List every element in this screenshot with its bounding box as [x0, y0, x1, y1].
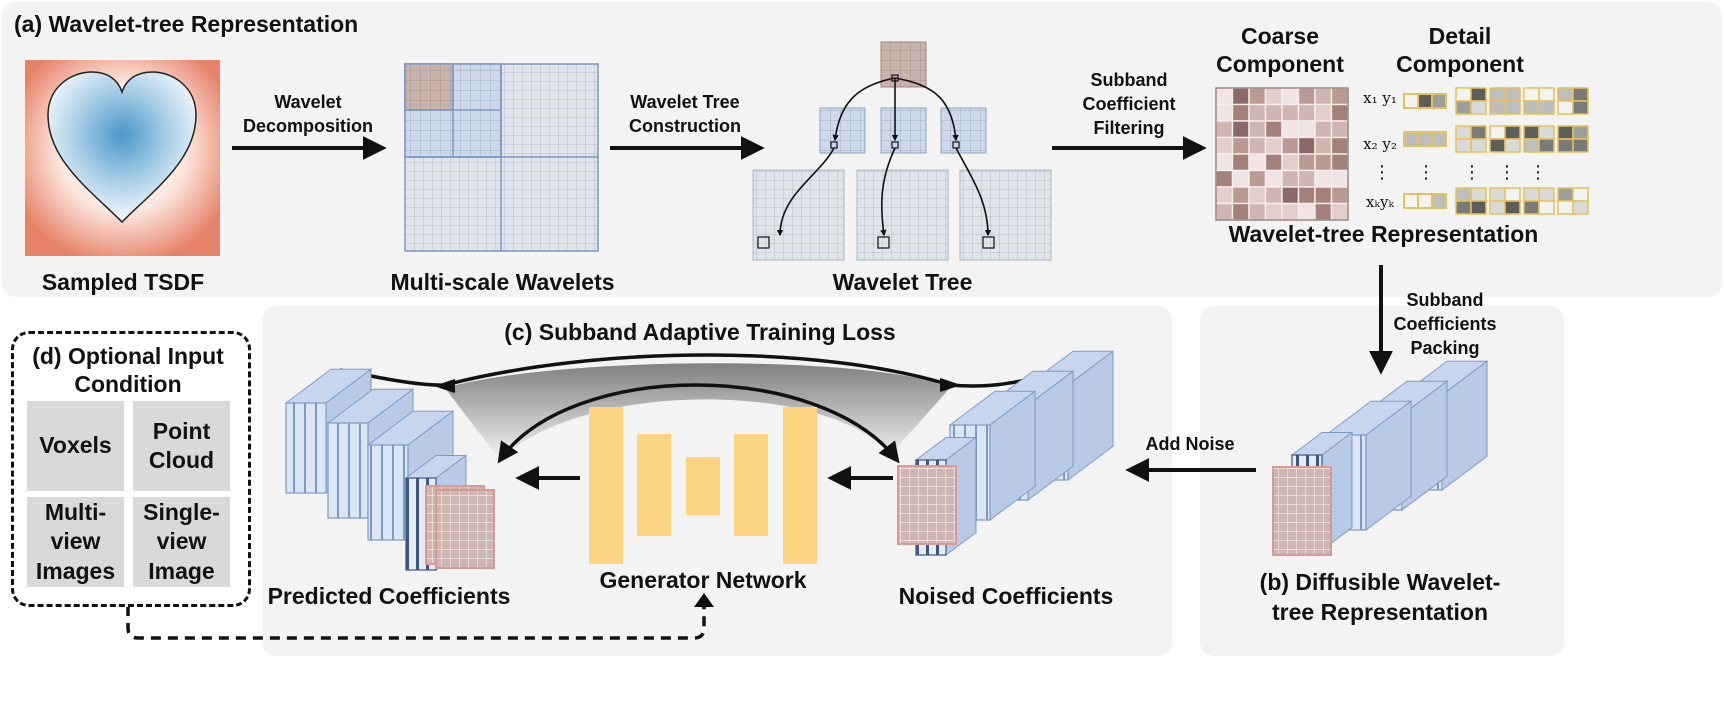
sampled-tsdf-label: Sampled TSDF: [41, 269, 205, 295]
packing-label-2: Coefficients: [1393, 314, 1497, 334]
condition-arrow-head: [694, 593, 714, 607]
dots-3: ⋮: [1463, 162, 1481, 182]
coeff-label-xk: xₖyₖ: [1366, 193, 1394, 211]
panel-a-title: (a) Wavelet-tree Representation: [14, 11, 359, 37]
filtering-label-3: Filtering: [1093, 118, 1165, 138]
packing-label-3: Packing: [1410, 338, 1480, 358]
wavelet-decomposition-label-1: Wavelet: [274, 92, 342, 112]
single-view-box: Single-view Image: [133, 497, 230, 587]
coarse-label-2: Component: [1216, 51, 1344, 77]
filtering-label-1: Subband: [1090, 70, 1168, 90]
noised-stack: [897, 350, 1115, 556]
noised-label: Noised Coefficients: [898, 583, 1114, 609]
voxels-label: Voxels: [39, 432, 112, 459]
loss-arrow-head-right: [939, 378, 962, 392]
dots-2: ⋮: [1417, 162, 1435, 182]
panel-b-title-1: (b) Diffusible Wavelet-: [1259, 569, 1501, 595]
heart-shape: [47, 71, 197, 224]
loss-arrow-top: [339, 353, 1061, 388]
single-view-label: Single-view Image: [143, 498, 220, 584]
tree-construction-label-2: Construction: [629, 116, 741, 136]
point-cloud-box: Point Cloud: [133, 401, 230, 491]
generator-label: Generator Network: [599, 567, 807, 593]
loss-arrow-head-left: [433, 379, 456, 393]
wavelet-tree: [752, 41, 1052, 261]
filtering-label-2: Coefficient: [1082, 94, 1176, 114]
panel-c-title: (c) Subband Adaptive Training Loss: [504, 319, 896, 345]
multiscale-wavelets-grid: [404, 63, 599, 252]
loss-arc: [497, 383, 900, 464]
detail-label-2: Component: [1396, 51, 1524, 77]
wavelet-tree-label: Wavelet Tree: [832, 269, 973, 295]
predicted-label: Predicted Coefficients: [267, 583, 511, 609]
dots-1: ⋮: [1373, 162, 1391, 182]
dots-5: ⋮: [1529, 162, 1547, 182]
wavelet-decomposition-label-2: Decomposition: [242, 116, 373, 136]
packing-label-1: Subband: [1406, 290, 1484, 310]
coeff-label-x2: x₂ y₂: [1363, 135, 1397, 153]
multiscale-wavelets-label: Multi-scale Wavelets: [390, 269, 615, 295]
loss-gradient-band: [445, 363, 950, 460]
coarse-component-grid: [1215, 87, 1349, 221]
coeff-label-x1: x₁ y₁: [1363, 89, 1397, 107]
panel-d-title-2: Condition: [74, 371, 182, 397]
voxels-box: Voxels: [27, 401, 124, 491]
detail-label-1: Detail: [1428, 23, 1492, 49]
dots-4: ⋮: [1498, 162, 1516, 182]
panel-b-title-2: tree Representation: [1271, 599, 1488, 625]
multi-view-label: Multi-view Images: [35, 498, 116, 584]
add-noise-label: Add Noise: [1145, 434, 1235, 454]
coarse-label-1: Coarse: [1241, 23, 1319, 49]
tsdf-image: [25, 60, 220, 256]
panel-d-title-1: (d) Optional Input: [32, 343, 224, 369]
representation-label: Wavelet-tree Representation: [1228, 221, 1539, 247]
point-cloud-label: Point Cloud: [148, 417, 215, 473]
tree-construction-label-1: Wavelet Tree: [630, 92, 740, 112]
multi-view-box: Multi-view Images: [27, 497, 124, 587]
generator-network: [589, 407, 817, 564]
condition-arrow: [126, 605, 706, 640]
detail-component-grid: [1403, 87, 1589, 215]
diffusible-stack: [1272, 360, 1489, 556]
predicted-stack: [284, 368, 495, 571]
